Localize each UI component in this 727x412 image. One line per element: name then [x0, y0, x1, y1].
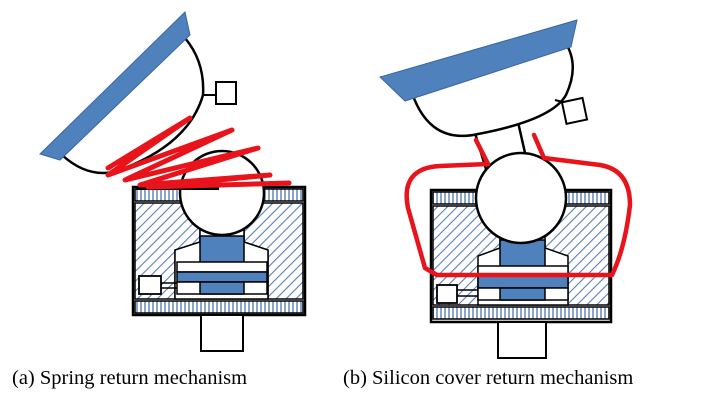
ball-joint-a: [178, 149, 266, 237]
tilted-cup-a: [39, 11, 237, 175]
caption-silicon-cover-return: (b) Silicon cover return mechanism: [343, 367, 634, 389]
diagram-a-spring-return: [39, 11, 307, 352]
ball-joint-b: [474, 151, 568, 245]
foot-a: [200, 314, 244, 352]
sensor-block-a: [138, 275, 177, 295]
silicon-cover-b: [404, 132, 633, 278]
foot-b: [497, 321, 547, 359]
spring-a: [105, 115, 292, 190]
top-plate-a: [39, 11, 191, 161]
diagram-b-silicon-cover: [379, 19, 633, 359]
tilt-sensor-a: [215, 81, 237, 105]
tilted-cup-b: [379, 19, 589, 138]
tilt-sensor-b: [560, 96, 589, 126]
caption-spring-return: (a) Spring return mechanism: [12, 367, 248, 389]
top-plate-b: [379, 19, 578, 102]
sensor-block-b: [436, 284, 478, 304]
